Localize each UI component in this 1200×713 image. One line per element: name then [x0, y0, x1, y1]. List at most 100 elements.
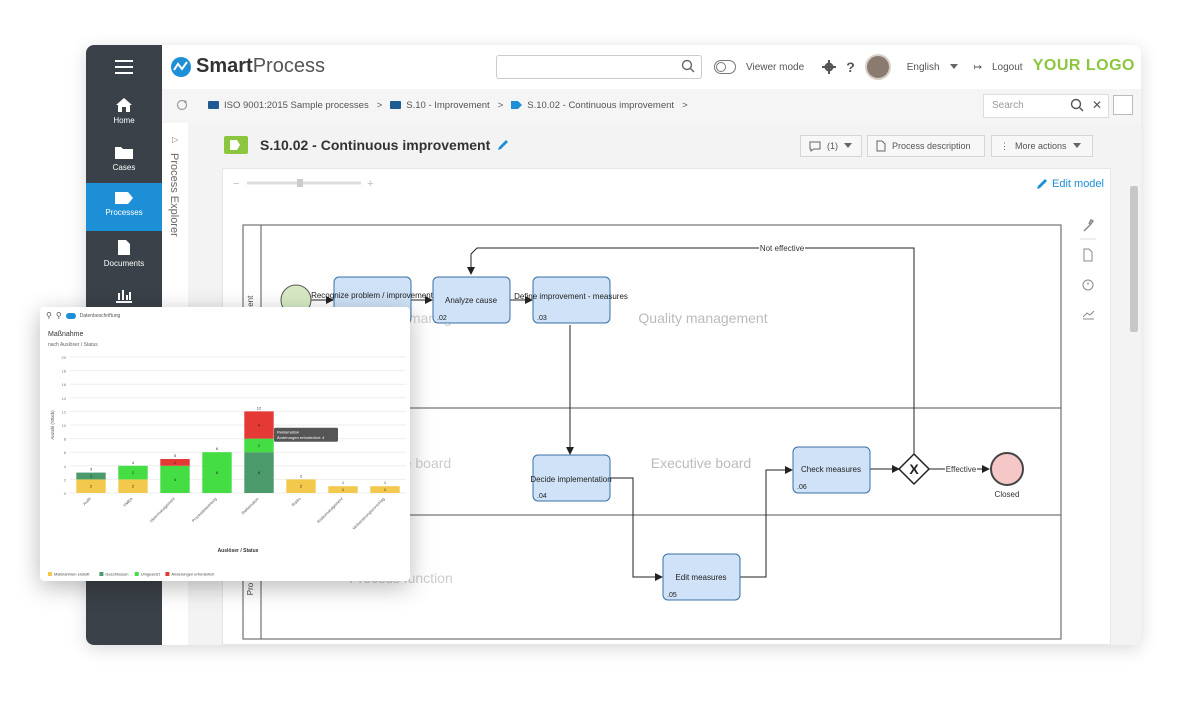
x-tick-label: Ideenmanagement: [149, 496, 177, 524]
x-tick-label: Audit: [82, 496, 93, 507]
chart-bar-segment: [160, 459, 190, 466]
comments-button[interactable]: (1): [800, 135, 862, 157]
data-labels-toggle[interactable]: [65, 312, 76, 319]
sidebar-item-label: Home: [113, 116, 135, 125]
task-analyze-cause[interactable]: Analyze cause .02: [432, 276, 511, 324]
svg-text:.02: .02: [437, 315, 447, 322]
task-decide-implementation[interactable]: Decide implementation .04: [530, 454, 612, 502]
wrench-icon[interactable]: [1083, 218, 1095, 232]
breadcrumb-item[interactable]: S.10.02 - Continuous improvement: [511, 100, 674, 111]
chart-bar-segment: [118, 465, 148, 480]
top-actions: Viewer mode ? English ↦ Logout: [714, 54, 1023, 80]
sidebar-item-documents[interactable]: Documents: [86, 231, 162, 279]
close-icon[interactable]: ✕: [1091, 98, 1102, 112]
svg-text:−: −: [233, 178, 239, 189]
logout-link[interactable]: Logout: [991, 61, 1023, 73]
y-tick-label: 12: [62, 409, 67, 414]
lane-watermark: Quality management: [638, 310, 767, 326]
smartprocess-logo-icon: [171, 56, 191, 77]
pencil-icon: [1037, 179, 1048, 189]
y-tick-label: 20: [62, 355, 67, 360]
data-label: 4: [258, 423, 261, 428]
sidebar-item-cases[interactable]: Cases: [86, 137, 162, 185]
zoom-in-icon[interactable]: ⚲: [46, 311, 52, 320]
brand-name-bold: Smart: [196, 55, 253, 77]
menu-icon[interactable]: [86, 45, 162, 89]
vertical-scrollbar[interactable]: [1127, 168, 1141, 645]
total-label: 6: [216, 446, 219, 451]
task-define-improvement[interactable]: Define improvement - measures .03: [514, 276, 628, 324]
scrollbar-thumb[interactable]: [1130, 186, 1138, 332]
process-description-button[interactable]: Process description: [867, 135, 985, 157]
chart-overlay-card: ⚲ ⚲ Datenbeschriftung Maßnahme nach Ausl…: [40, 307, 410, 581]
svg-text:.06: .06: [797, 484, 807, 491]
process-title: S.10.02 - Continuous improvement: [260, 137, 491, 153]
chart-bar-segment: [76, 479, 106, 493]
sidebar-item-reports[interactable]: [86, 279, 162, 327]
refresh-icon[interactable]: [176, 99, 188, 111]
chart-bar-segment: [76, 472, 106, 480]
data-label: 6: [258, 470, 261, 475]
zoom-control[interactable]: −+: [233, 177, 383, 192]
gear-icon[interactable]: [822, 60, 837, 74]
x-tick-label: Risikomanagement: [316, 496, 344, 524]
help-icon[interactable]: ?: [846, 59, 855, 75]
breadcrumb-item[interactable]: ISO 9001:2015 Sample processes: [208, 100, 369, 111]
pencil-icon[interactable]: [496, 138, 510, 152]
trend-icon[interactable]: [1082, 310, 1095, 320]
end-event[interactable]: [990, 452, 1024, 486]
sidebar-item-processes[interactable]: Processes: [86, 183, 162, 231]
chevron-down-icon: [949, 64, 958, 69]
breadcrumb: ISO 9001:2015 Sample processes > S.10 - …: [176, 99, 688, 111]
y-tick-label: 2: [64, 477, 67, 482]
y-tick-label: 6: [64, 450, 67, 455]
svg-text:X: X: [909, 461, 919, 477]
history-icon[interactable]: [1082, 279, 1094, 291]
exclusive-gateway[interactable]: X: [897, 452, 931, 486]
data-label: 1: [342, 487, 345, 492]
chart-bar-segment: [160, 465, 190, 493]
breadcrumb-item[interactable]: S.10 - Improvement: [390, 100, 490, 111]
task-check-measures[interactable]: Check measures .06: [792, 446, 871, 494]
language-select[interactable]: English: [906, 61, 940, 73]
legend-swatch: [134, 572, 139, 576]
total-label: 4: [132, 460, 135, 465]
expand-icon[interactable]: ▷: [172, 135, 179, 144]
search-icon[interactable]: [681, 59, 695, 73]
search-placeholder: Search: [992, 100, 1024, 111]
folder-icon: [208, 100, 219, 109]
search-input[interactable]: Search ✕: [983, 94, 1109, 118]
viewer-mode-toggle[interactable]: [714, 60, 736, 74]
x-tick-label: Verbesserungsvorschlag: [351, 496, 386, 531]
chart-bar-segment: [244, 452, 274, 493]
search-icon[interactable]: [1070, 98, 1084, 112]
y-tick-label: 14: [62, 396, 67, 401]
legend-label: Änderungen erforderlich: [171, 572, 214, 577]
panel-icon[interactable]: [1113, 95, 1133, 115]
svg-text:Define improvement - measures: Define improvement - measures: [514, 292, 628, 301]
logout-icon[interactable]: ↦: [973, 61, 982, 73]
data-label: 1: [90, 474, 93, 479]
sidebar-item-label: Documents: [103, 259, 145, 268]
more-actions-button[interactable]: ⋮ More actions: [991, 135, 1093, 157]
breadcrumb-separator: >: [497, 99, 504, 111]
x-tick-label: FMEA: [122, 496, 134, 508]
zoom-out-icon[interactable]: ⚲: [55, 311, 62, 320]
sidebar-item-home[interactable]: Home: [86, 89, 162, 137]
more-icon: ⋮: [1000, 140, 1009, 151]
task-edit-measures[interactable]: Edit measures .05: [662, 553, 741, 601]
comment-icon: [809, 141, 821, 152]
pdf-icon[interactable]: [1083, 248, 1093, 262]
edit-model-button[interactable]: Edit model: [1035, 177, 1104, 191]
global-search-input[interactable]: [496, 55, 702, 79]
process-icon: [115, 192, 133, 204]
avatar[interactable]: [864, 54, 891, 80]
tooltip-line: Reklamation: [277, 429, 299, 434]
page-title: S.10.02 - Continuous improvement: [224, 136, 510, 154]
chart-title: Maßnahme: [48, 331, 84, 338]
chart-bar-segment: [202, 452, 232, 493]
process-icon: [511, 100, 523, 109]
